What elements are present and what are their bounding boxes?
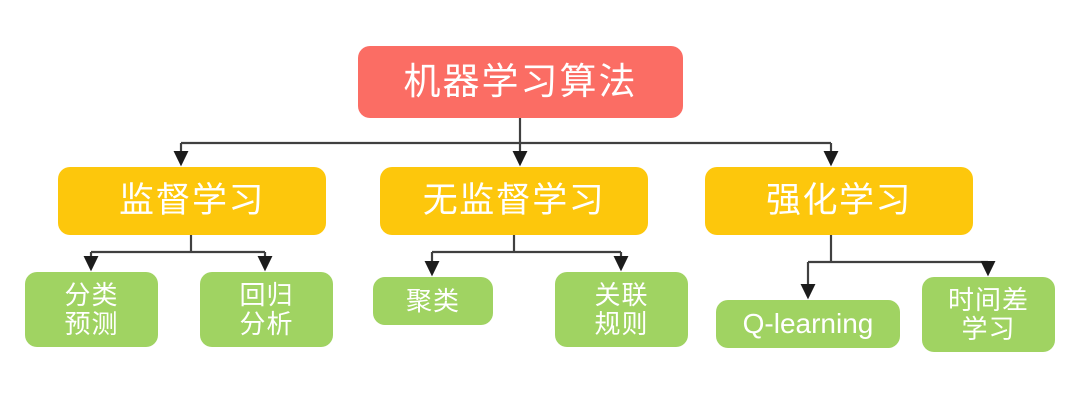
node-leaf-regression-analysis[interactable]: 回归 分析	[200, 272, 333, 347]
node-branch-reinforcement-learning[interactable]: 强化学习	[705, 167, 973, 235]
connector-unsupervised-to-children	[424, 235, 629, 277]
node-branch-supervised-learning[interactable]: 监督学习	[58, 167, 326, 235]
node-leaf-classification-prediction[interactable]: 分类 预测	[25, 272, 158, 347]
node-root-machine-learning-algorithms[interactable]: 机器学习算法	[358, 46, 683, 118]
node-leaf-temporal-difference-learning[interactable]: 时间差 学习	[922, 277, 1055, 352]
node-leaf-clustering[interactable]: 聚类	[373, 277, 493, 325]
node-leaf-association-rules[interactable]: 关联 规则	[555, 272, 688, 347]
node-branch-unsupervised-learning[interactable]: 无监督学习	[380, 167, 648, 235]
connector-supervised-to-children	[83, 235, 273, 272]
connector-root-to-branches	[173, 118, 839, 167]
node-leaf-q-learning[interactable]: Q-learning	[716, 300, 900, 348]
